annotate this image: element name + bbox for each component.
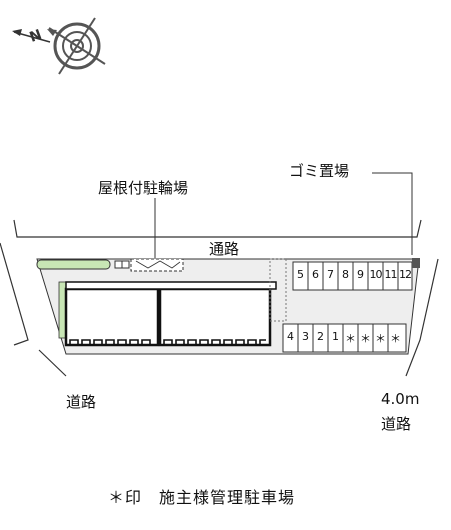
building-2-balcony	[163, 339, 266, 345]
compass-rose-icon	[47, 17, 106, 75]
planting-strip-top	[36, 259, 111, 270]
site-boundary-top	[13, 219, 422, 238]
parking-slot: 1	[332, 330, 339, 343]
parking-top-dividers	[307, 262, 399, 290]
parking-slot: 4	[287, 330, 294, 343]
parking-slot: 9	[357, 268, 364, 281]
bicycle-box-1	[114, 260, 123, 269]
compass-letter: N	[28, 27, 44, 46]
parking-slot: 5	[297, 268, 304, 281]
bicycle-parking	[130, 258, 184, 272]
passage-label: 通路	[209, 240, 240, 258]
walkway-dots	[269, 258, 287, 322]
bicycle-box-2	[121, 260, 130, 269]
parking-slot: 11	[384, 268, 398, 281]
parking-slot: 3	[302, 330, 309, 343]
building-1	[64, 287, 160, 347]
parking-slot-owner: ＊	[345, 332, 356, 345]
parking-slot-owner: ＊	[375, 332, 386, 345]
parking-slot: 2	[317, 330, 324, 343]
parking-slot: 10	[369, 268, 383, 281]
road-right-label: 道路	[381, 415, 412, 433]
road-left-edge	[0, 242, 29, 346]
parking-slot: 8	[342, 268, 349, 281]
parking-slot-owner: ＊	[390, 332, 401, 345]
parking-slot: 12	[399, 268, 412, 281]
parking-slot: 7	[327, 268, 334, 281]
garbage-area	[412, 258, 420, 268]
parking-slot-owner: ＊	[360, 332, 371, 345]
bicycle-parking-label: 屋根付駐輪場	[98, 179, 189, 197]
road-width-label: 4.0m	[381, 390, 420, 408]
road-left-label: 道路	[66, 393, 97, 411]
road-right-edge	[405, 258, 439, 377]
leader-garbage	[372, 172, 413, 255]
building-wing-top	[65, 281, 277, 290]
road-left-edge-2	[38, 349, 67, 377]
building-1-balcony	[69, 339, 151, 345]
garbage-label: ゴミ置場	[289, 162, 350, 180]
legend-note: ＊印 施主様管理駐車場	[108, 488, 296, 507]
parking-slot: 6	[312, 268, 319, 281]
parking-row-bottom	[282, 323, 407, 353]
building-2	[158, 287, 272, 347]
parking-bottom-dividers	[297, 324, 389, 352]
compass-arrowhead	[12, 29, 22, 36]
bicycle-parking-hatch	[135, 260, 181, 269]
